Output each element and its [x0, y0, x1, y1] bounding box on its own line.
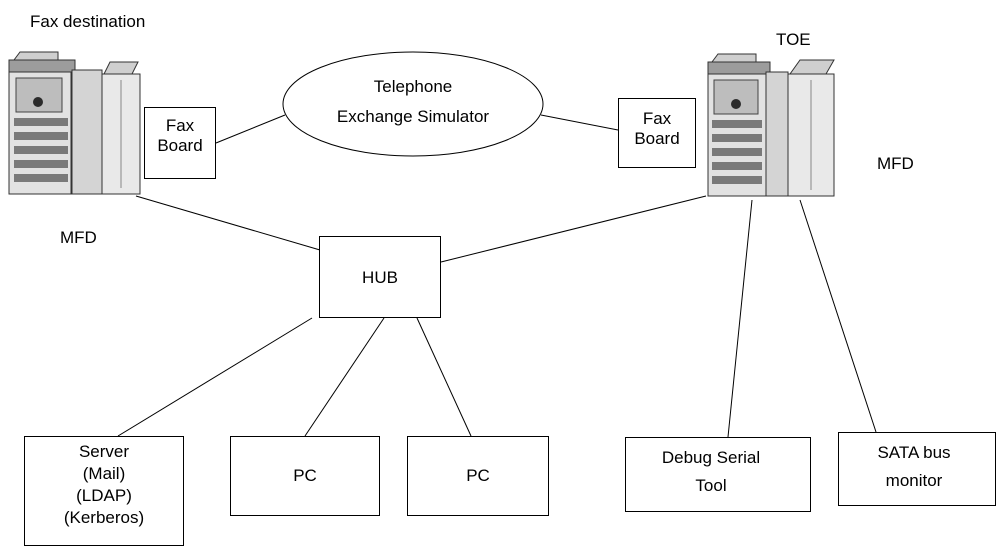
link-mfd-right-to-hub: [440, 195, 707, 263]
link-simulator-to-faxboard-right: [540, 114, 619, 131]
server-text: Server (Mail) (LDAP) (Kerberos): [25, 441, 183, 529]
simulator-line1: Telephone: [373, 77, 453, 96]
debug-tool-line2: Tool: [695, 476, 727, 495]
server-line3: (LDAP): [76, 486, 132, 505]
mfd-right-label: MFD: [877, 154, 914, 173]
link-mfd-right-to-sata-monitor: [799, 199, 877, 433]
toe-label: TOE: [776, 30, 811, 49]
link-hub-to-pc1: [304, 317, 385, 437]
server-line2: (Mail): [82, 464, 126, 483]
fax-board-left-text: Fax Board: [145, 116, 215, 156]
fax-board-right-line1: Fax: [642, 109, 672, 128]
hub-box: HUB: [319, 236, 441, 318]
pc2-label: PC: [466, 466, 490, 485]
fax-board-left: Fax Board: [144, 107, 216, 179]
debug-serial-tool-box: Debug Serial Tool: [625, 437, 811, 512]
fax-board-right-text: Fax Board: [619, 109, 695, 149]
server-line4: (Kerberos): [63, 508, 145, 527]
fax-destination-label: Fax destination: [30, 12, 146, 31]
network-diagram: Fax destination TOE MFD MFD Telephone Ex…: [8, 12, 996, 546]
link-faxboard-left-to-simulator: [215, 114, 286, 144]
pc-box-2: PC: [407, 436, 549, 516]
mfd-left-label: MFD: [60, 228, 97, 247]
sata-monitor-line2: monitor: [885, 471, 943, 490]
hub-label: HUB: [362, 268, 398, 287]
simulator-line2: Exchange Simulator: [336, 107, 490, 126]
simulator-ellipse: [282, 51, 544, 157]
fax-board-right-line2: Board: [634, 129, 680, 148]
connection-lines: [8, 51, 877, 438]
server-box: Server (Mail) (LDAP) (Kerberos): [24, 436, 184, 546]
fax-board-left-line1: Fax: [165, 116, 195, 135]
link-hub-to-server: [117, 317, 313, 437]
sata-bus-monitor-box: SATA bus monitor: [838, 432, 996, 506]
link-hub-to-pc2: [416, 317, 472, 437]
mfd-right-printer-icon: [707, 53, 835, 197]
sata-monitor-text: SATA bus monitor: [839, 439, 989, 495]
mfd-left-printer-icon: [8, 51, 141, 195]
link-mfd-left-to-hub: [135, 195, 321, 251]
pc-box-1: PC: [230, 436, 380, 516]
sata-monitor-line1: SATA bus: [877, 443, 951, 462]
simulator-text: Telephone Exchange Simulator: [300, 72, 526, 132]
pc1-label: PC: [293, 466, 317, 485]
fax-board-left-line2: Board: [157, 136, 203, 155]
server-line1: Server: [78, 442, 130, 461]
debug-tool-line1: Debug Serial: [661, 448, 761, 467]
debug-tool-text: Debug Serial Tool: [626, 444, 796, 500]
link-mfd-right-to-debug-tool: [727, 199, 753, 438]
fax-board-right: Fax Board: [618, 98, 696, 168]
